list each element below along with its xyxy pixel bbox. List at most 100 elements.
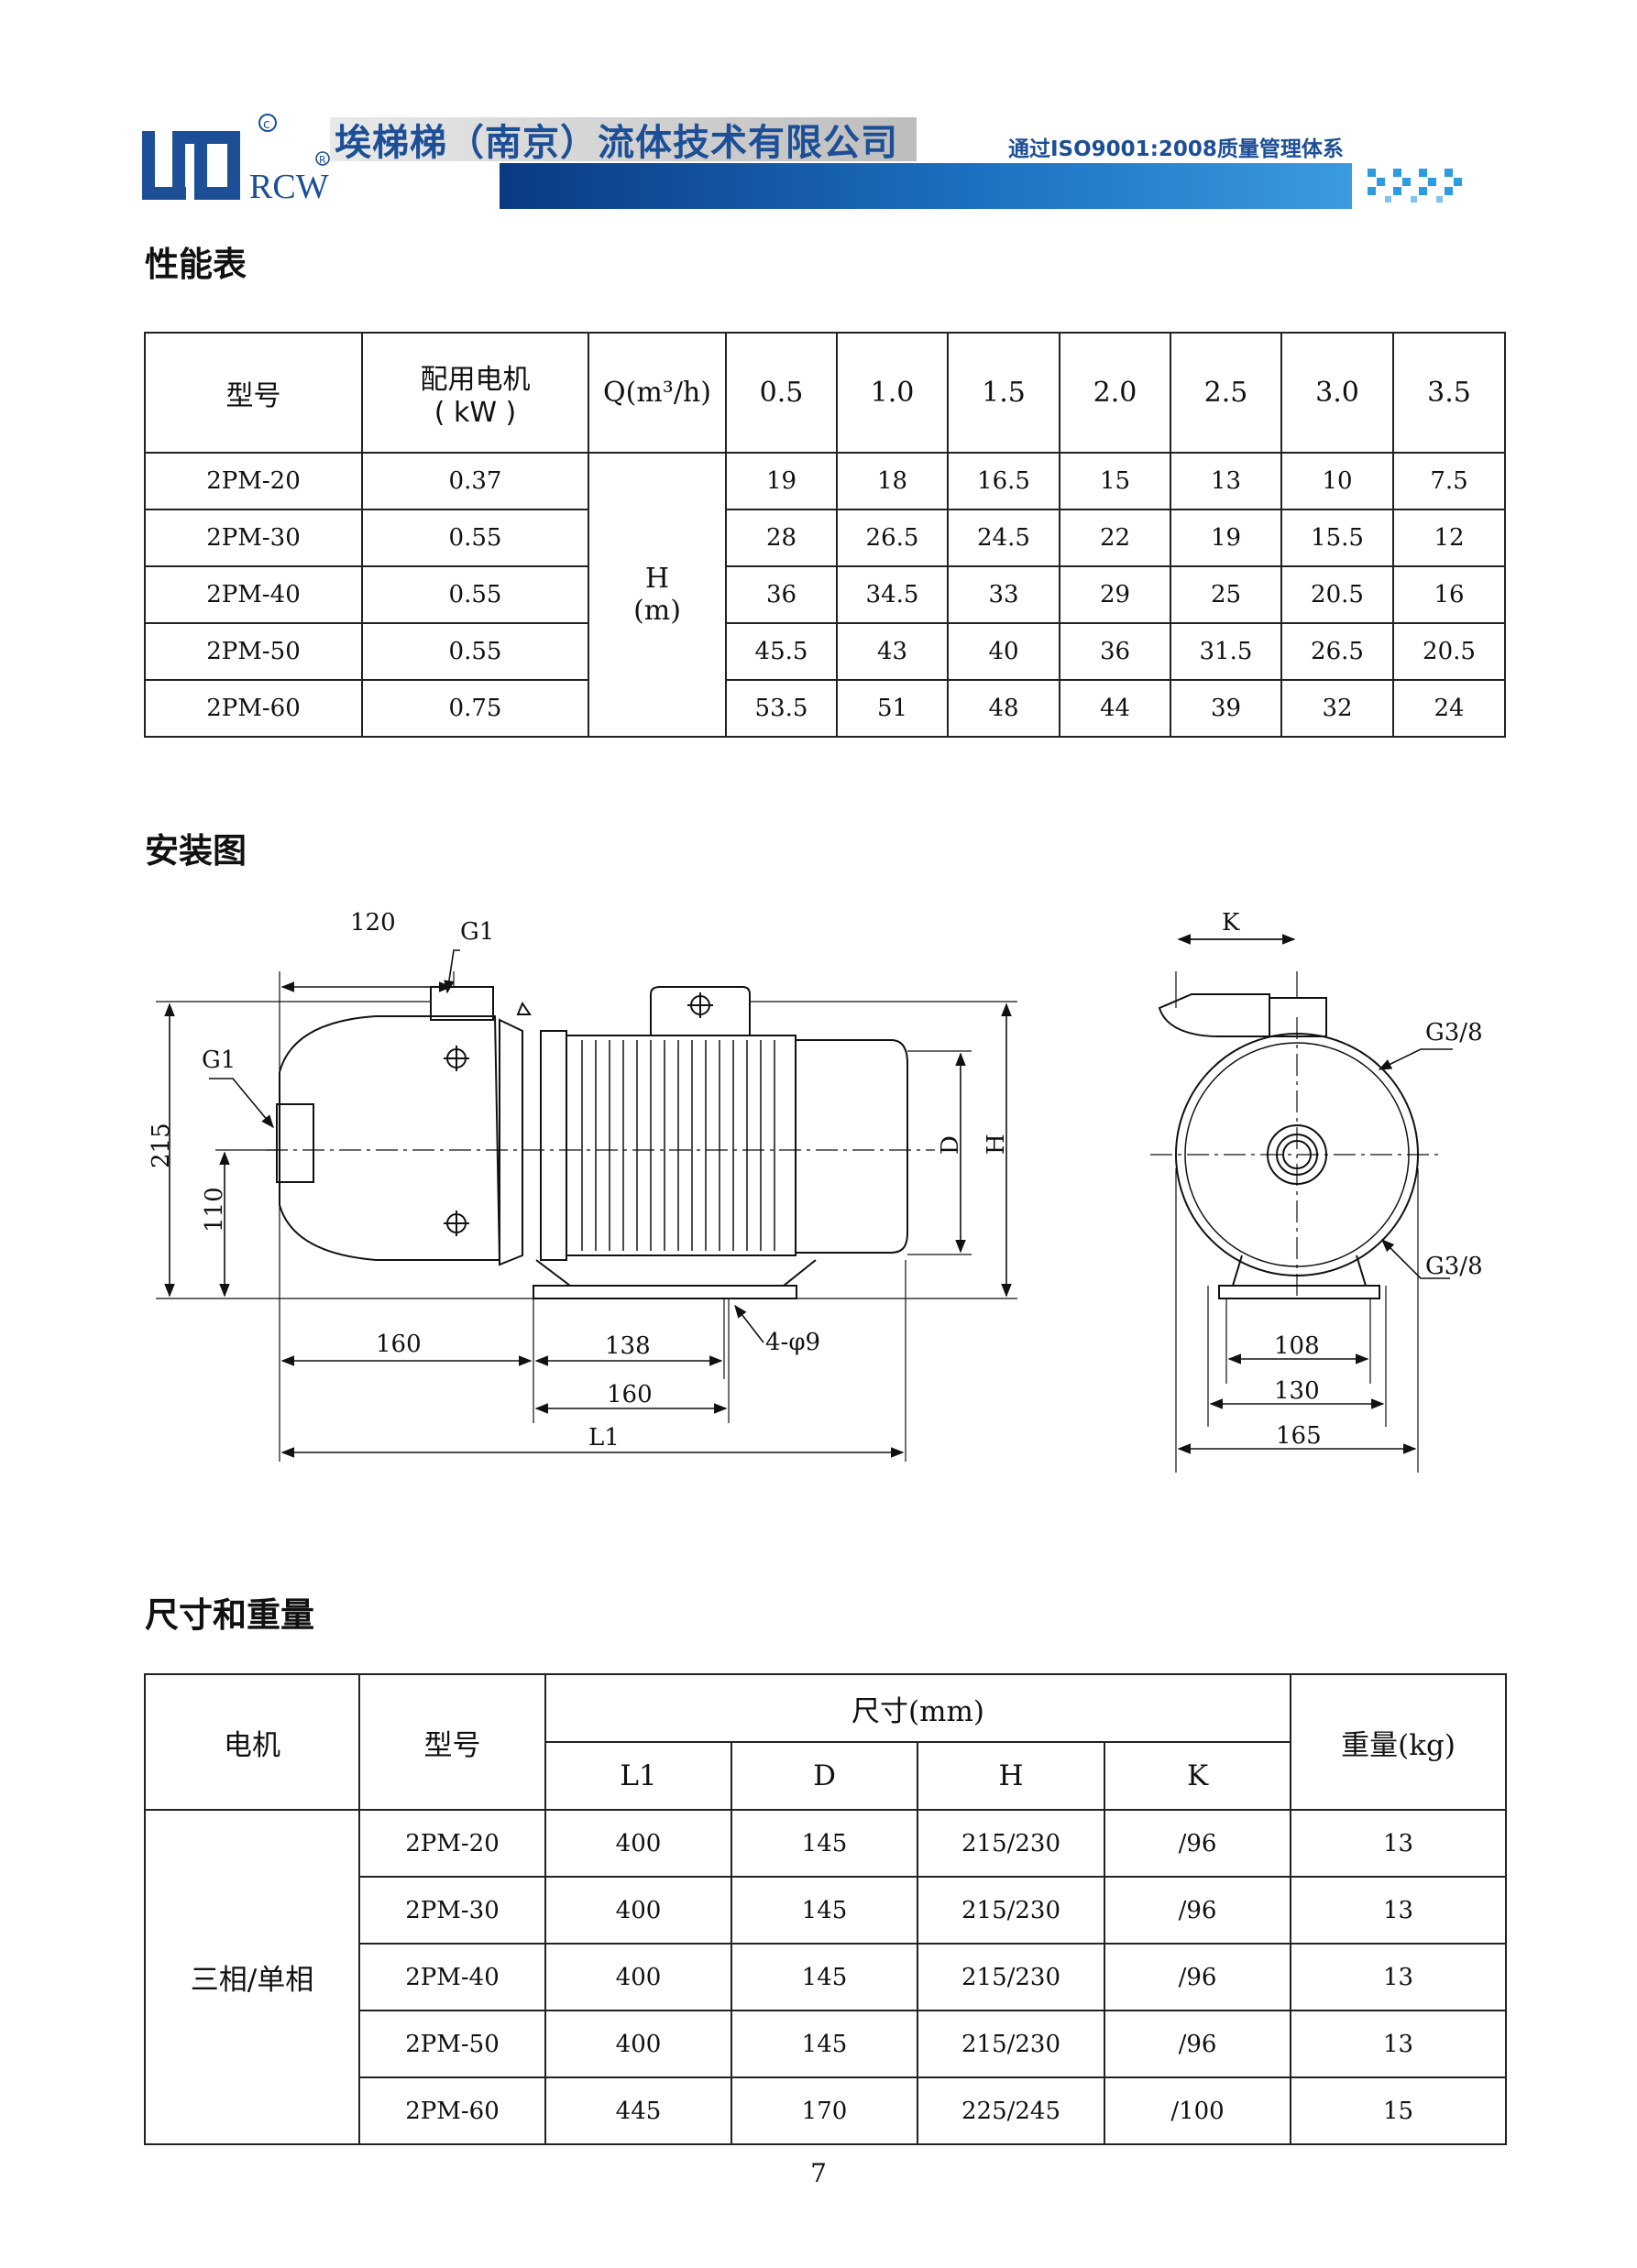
header-model: 型号 [144,332,363,454]
end-base-plate [1218,1285,1380,1299]
dim-h: H [983,1134,1010,1155]
head-cell: 26.5 [1280,622,1394,681]
head-cell: 13 [1170,452,1282,510]
dim-165: 165 [1276,1422,1322,1450]
table-row: 2PM-50 400 145 215/230 /96 13 [145,2010,1508,2078]
motor-body [566,1035,797,1256]
svg-text:c: c [263,117,270,132]
model-cell: 2PM-40 [144,565,363,624]
head-label-line1: H [644,563,670,595]
head-cell: 16.5 [947,452,1060,510]
table-row: 2PM-60 445 170 225/245 /100 15 [145,2076,1508,2145]
dim-k: K [1222,909,1240,937]
model-cell: 2PM-20 [144,452,363,510]
header-gray-band [330,117,917,161]
dimensions-table: 电机 型号 尺寸(mm) 重量(kg) L1 D H K 三相/单相 2PM-2… [144,1673,1508,2145]
label-g38-bottom: G3/8 [1425,1253,1483,1280]
certification-text: 通过ISO9001:2008质量管理体系 [1008,137,1344,161]
logo-text: RCW [249,168,329,206]
label-g1-outlet: G1 [460,918,494,946]
head-cell: 39 [1170,679,1282,738]
k-cell: /96 [1103,1943,1292,2011]
head-cell: 33 [947,565,1060,624]
table-row: 2PM-40 0.55 36 34.5 33 29 25 20.5 16 [144,565,1506,624]
head-label-line2: (m) [633,595,681,627]
l1-cell: 400 [544,2010,732,2078]
installation-drawing: 120 G1 G1 215 110 D H 160 138 4-φ9 160 L… [148,909,1483,1473]
header-l1: L1 [544,1741,732,1811]
head-cell: 15.5 [1280,509,1394,567]
motor-foot [535,1259,817,1287]
header-flow-label: Q(m³/h) [588,332,727,454]
motor-end-cap [540,1030,567,1261]
l1-cell: 400 [544,1809,732,1878]
header-motor-power: 配用电机 ( kW ) [361,332,589,454]
head-cell: 12 [1392,509,1506,567]
table-row: 2PM-20 0.37 H (m) 19 18 16.5 15 13 10 7.… [144,452,1506,738]
table-row: 2PM-30 0.55 28 26.5 24.5 22 19 15.5 12 [144,509,1506,567]
head-cell: 18 [836,452,949,510]
label-g1-inlet: G1 [202,1046,236,1074]
model-cell: 2PM-40 [358,1943,546,2011]
head-cell: 48 [947,679,1060,738]
dimensions-title: 尺寸和重量 [145,1595,314,1635]
dim-120: 120 [350,909,396,937]
dim-138: 138 [605,1332,651,1360]
motor-type-cell: 三相/单相 [144,1809,360,2145]
header-blue-band [500,163,1352,209]
model-cell: 2PM-60 [358,2076,546,2145]
header-flow: 0.5 [725,332,838,454]
k-cell: /96 [1103,1876,1292,1945]
header-size: 尺寸(mm) [544,1673,1292,1743]
motor-line2: ( kW ) [434,397,517,429]
base-plate [533,1285,797,1299]
power-cell: 0.37 [361,452,589,510]
dim-130: 130 [1274,1377,1320,1405]
dim-108: 108 [1274,1332,1320,1360]
header-model: 型号 [358,1673,546,1811]
l1-cell: 445 [544,2076,732,2145]
head-cell: 22 [1059,509,1171,567]
outlet-port [430,986,494,1021]
h-cell: 215/230 [917,1943,1105,2011]
head-cell: 25 [1170,565,1282,624]
performance-title: 性能表 [145,245,247,284]
head-cell: 31.5 [1170,622,1282,681]
table-row: 2PM-50 0.55 45.5 43 40 36 31.5 26.5 20.5 [144,622,1506,681]
dim-215: 215 [148,1123,175,1168]
page-number: 7 [810,2158,827,2188]
head-cell: 7.5 [1392,452,1506,510]
arrow-decoration-icon [1368,169,1462,203]
inlet-port [276,1103,314,1183]
power-cell: 0.55 [361,509,589,567]
power-cell: 0.55 [361,622,589,681]
header-flow: 3.5 [1392,332,1506,454]
head-cell: 16 [1392,565,1506,624]
motor-fan-cover [796,1039,908,1254]
end-outlet-port [1269,997,1327,1037]
head-cell: 43 [836,622,949,681]
head-cell: 36 [1059,622,1171,681]
header-d: D [731,1741,918,1811]
header-flow: 1.0 [836,332,949,454]
header-flow: 2.5 [1170,332,1282,454]
model-cell: 2PM-50 [358,2010,546,2078]
model-cell: 2PM-30 [358,1876,546,1945]
dim-160-base: 160 [607,1381,653,1408]
power-cell: 0.75 [361,679,589,738]
head-cell: 36 [725,565,838,624]
end-top-bracket [1158,993,1270,1037]
d-cell: 145 [731,1943,918,2011]
table-row: 2PM-40 400 145 215/230 /96 13 [145,1943,1508,2011]
dim-l1: L1 [588,1424,620,1452]
company-logo: c R RCW [142,114,330,206]
k-cell: /100 [1103,2076,1292,2145]
head-label: H (m) [588,452,727,738]
h-cell: 225/245 [917,2076,1105,2145]
label-g38-top: G3/8 [1425,1019,1483,1046]
model-cell: 2PM-60 [144,679,363,738]
header-flow: 3.0 [1280,332,1394,454]
model-cell: 2PM-50 [144,622,363,681]
head-cell: 20.5 [1392,622,1506,681]
terminal-box [650,986,751,1035]
